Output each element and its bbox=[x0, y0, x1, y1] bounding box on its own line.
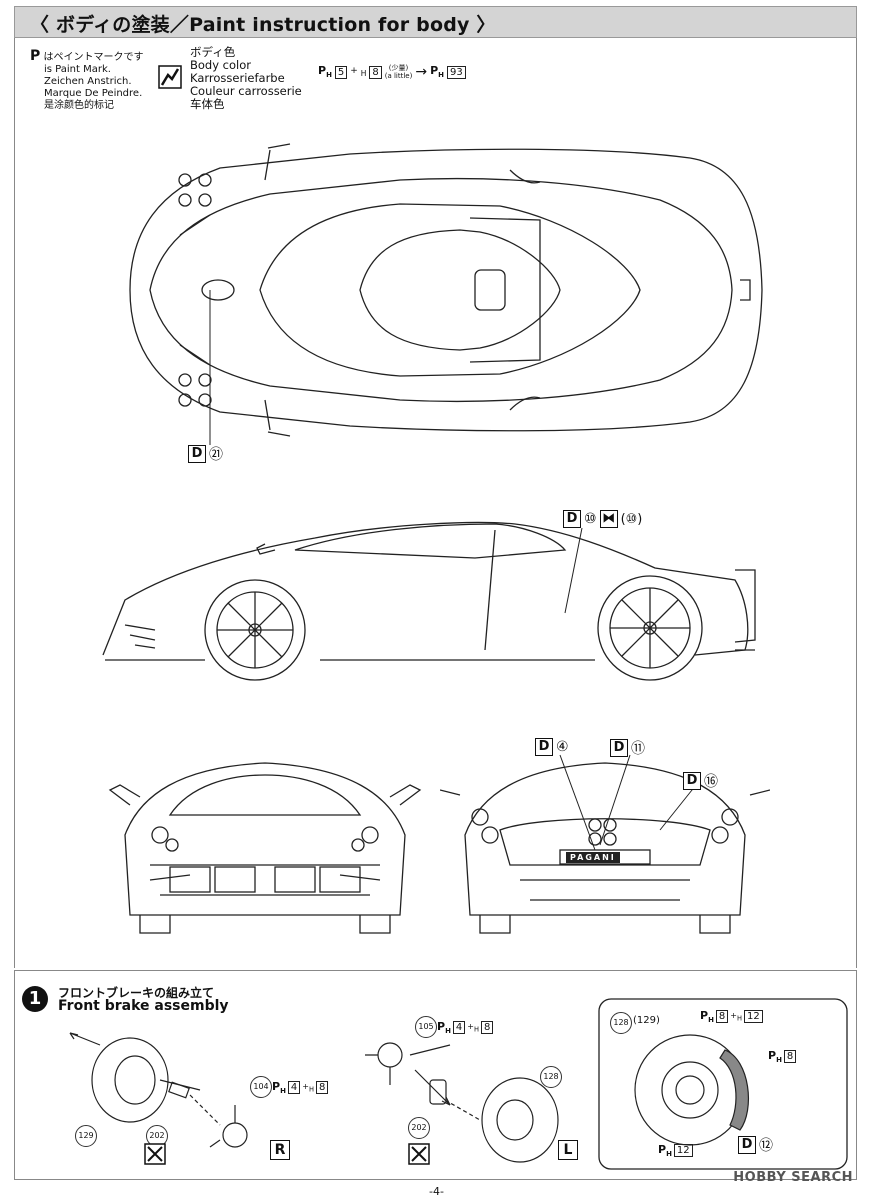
paint-104: PH 4 +H 8 bbox=[272, 1080, 329, 1095]
leader-lines-rear bbox=[559, 754, 701, 851]
car-front-view bbox=[108, 762, 422, 934]
part-number: ⑩ bbox=[584, 511, 597, 527]
pagani-badge: PAGANI bbox=[566, 852, 620, 863]
d-box: D bbox=[563, 510, 581, 528]
inset-paint-d: 12 bbox=[673, 1144, 693, 1158]
part-128: 128 bbox=[540, 1066, 562, 1088]
mix-note-en: (a little) bbox=[384, 72, 413, 80]
body-color-cn: 车体色 bbox=[190, 97, 225, 111]
paint-mark-de: Zeichen Anstrich. bbox=[44, 76, 132, 87]
paint-mark-legend: P はペイントマークです is Paint Mark. Zeichen Anst… bbox=[30, 48, 144, 112]
part-105: 105 bbox=[415, 1016, 437, 1038]
inset-paint-top: PH 8 +H 12 bbox=[700, 1009, 763, 1024]
inset-tag-d12: D ⑫ bbox=[738, 1135, 773, 1155]
d-box: D bbox=[610, 739, 628, 757]
body-color-jp: ボディ色 bbox=[190, 45, 236, 59]
part-number: ④ bbox=[556, 739, 569, 755]
car-top-view bbox=[129, 143, 763, 437]
tag-d11: D ⑪ bbox=[610, 738, 645, 758]
inset-paint-right: PH 8 bbox=[768, 1049, 797, 1064]
tag-d21: D ㉑ bbox=[188, 444, 223, 464]
mix-note-jp: (少量) bbox=[388, 64, 409, 72]
paint-mark-fr: Marque De Peindre. bbox=[44, 88, 143, 99]
part-129: 129 bbox=[75, 1125, 97, 1147]
paint-mark-icon: P bbox=[30, 48, 41, 64]
car-rear-view bbox=[440, 762, 770, 934]
page-number: -4- bbox=[429, 1185, 444, 1198]
d-box: D bbox=[188, 445, 206, 463]
page-title: 〈 ボディの塗装／Paint instruction for body 〉 bbox=[30, 14, 496, 36]
mix-formula: PH 5 + H 8 (少量)(a little) → PH 93 bbox=[318, 64, 466, 80]
header-bar bbox=[14, 6, 857, 38]
paint-105-b: 8 bbox=[481, 1021, 494, 1035]
paint-mark-en: is Paint Mark. bbox=[44, 64, 111, 75]
body-color-de: Karrosseriefarbe bbox=[190, 71, 285, 85]
body-color-en: Body color bbox=[190, 58, 252, 72]
watermark: HOBBY SEARCH bbox=[733, 1170, 853, 1185]
no-glue-icon-r bbox=[144, 1143, 166, 1165]
car-side-view bbox=[102, 521, 756, 681]
tag-d16: D ⑯ bbox=[683, 771, 718, 791]
tag-d4: D ④ bbox=[535, 738, 569, 756]
inset-paint-b: 12 bbox=[744, 1010, 763, 1024]
part-104: 104 bbox=[250, 1076, 272, 1098]
d-box: D bbox=[683, 772, 701, 790]
leader-line-side bbox=[564, 528, 583, 614]
tag-d10: D ⑩ ⧓ (⑩) bbox=[563, 510, 642, 528]
side-r-label: R bbox=[270, 1140, 290, 1160]
leader-line-top bbox=[209, 290, 211, 445]
inset-part-129: (129) bbox=[633, 1015, 660, 1026]
paint-mark-jp: はペイントマークです bbox=[43, 52, 144, 63]
brake-disc-detail bbox=[634, 1034, 750, 1146]
body-color-legend: ボディ色 Body color Karrosseriefarbe Couleur… bbox=[190, 46, 302, 111]
side-l-label: L bbox=[558, 1140, 578, 1160]
arrow-icon: → bbox=[415, 64, 428, 80]
mix-b: 8 bbox=[369, 65, 382, 79]
part-number: ⑯ bbox=[704, 774, 718, 790]
d-box: D bbox=[535, 738, 553, 756]
step-number: 1 bbox=[22, 986, 48, 1012]
mix-a: 5 bbox=[334, 65, 348, 79]
part-202-b: 202 bbox=[408, 1117, 430, 1139]
paint-section-frame bbox=[14, 38, 857, 968]
bowtie-icon: ⧓ bbox=[599, 510, 618, 528]
step-title-en: Front brake assembly bbox=[58, 998, 229, 1014]
brake-hub-r-drawing bbox=[69, 1032, 248, 1148]
body-color-fr: Couleur carrosserie bbox=[190, 84, 302, 98]
mix-result: 93 bbox=[446, 65, 466, 79]
part-number-alt: (⑩) bbox=[620, 511, 643, 527]
inset-paint-a: 8 bbox=[715, 1010, 729, 1024]
inset-paint-c: 8 bbox=[783, 1050, 797, 1064]
paint-105: PH 4 +H 8 bbox=[437, 1020, 494, 1035]
step-frame bbox=[14, 970, 857, 1180]
inset-paint-bottom: PH 12 bbox=[658, 1143, 693, 1158]
step-title-jp: フロントブレーキの組み立て bbox=[58, 986, 215, 1000]
paint-104-a: 4 bbox=[287, 1081, 301, 1095]
body-color-icon bbox=[158, 65, 182, 89]
paint-mark-cn: 是涂颜色的标记 bbox=[44, 100, 114, 111]
inset-part-128: 128 bbox=[610, 1012, 632, 1034]
paint-104-b: 8 bbox=[316, 1081, 329, 1095]
brake-hub-l-drawing bbox=[365, 1042, 559, 1163]
paint-105-a: 4 bbox=[452, 1021, 466, 1035]
part-number: ⑫ bbox=[759, 1138, 773, 1154]
no-glue-icon-l bbox=[408, 1143, 430, 1165]
inset-frame bbox=[598, 998, 848, 1170]
part-number: ㉑ bbox=[209, 447, 223, 463]
part-number: ⑪ bbox=[631, 741, 645, 757]
d-box: D bbox=[738, 1136, 756, 1154]
